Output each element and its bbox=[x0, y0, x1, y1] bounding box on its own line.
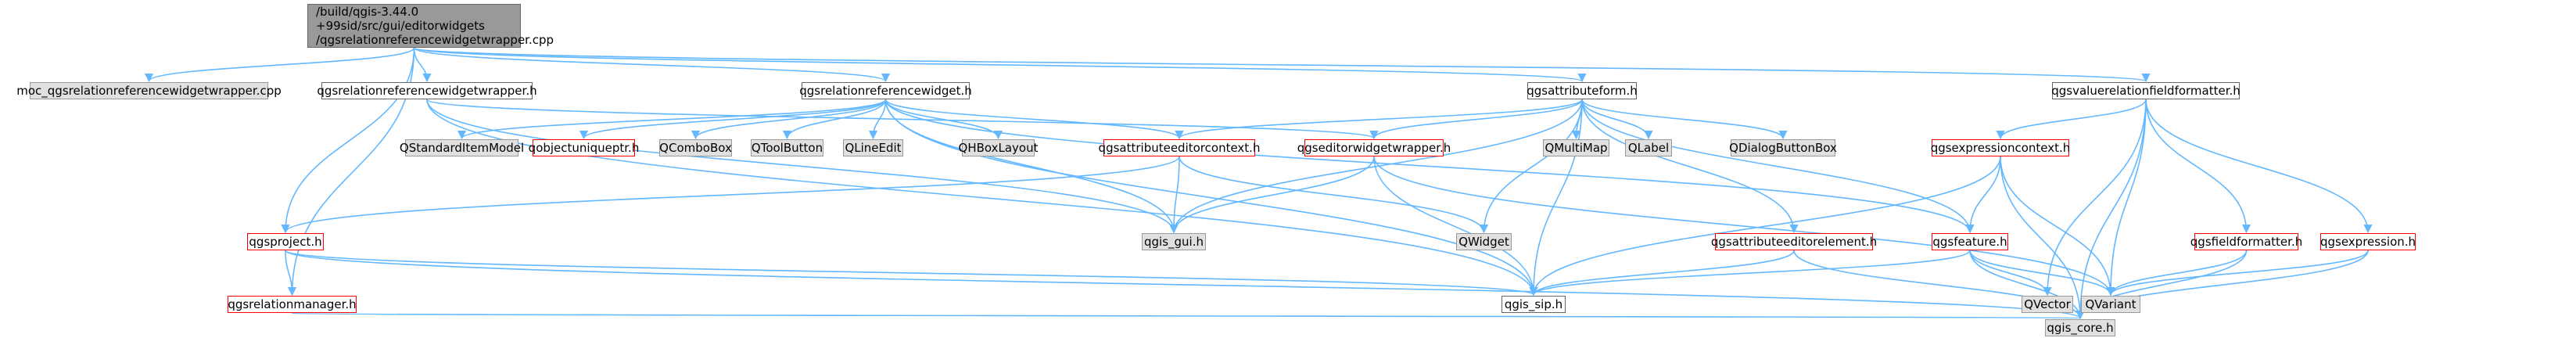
edge-root-to-moc bbox=[145, 47, 415, 83]
edge-root-to-rrw bbox=[413, 47, 890, 83]
edge-vrff-to-qvector bbox=[2043, 99, 2147, 297]
root-line-2: +99sid/src/gui/editorwidgets bbox=[316, 19, 485, 33]
node-relationreferencewidgetwrapper-h[interactable]: qgsrelationreferencewidgetwrapper.h bbox=[317, 82, 537, 99]
edge-rrw-to-qgissip bbox=[884, 99, 1538, 297]
edge-root-to-attrform bbox=[413, 47, 1586, 83]
node-qgsattributeform-h[interactable]: qgsattributeform.h bbox=[1527, 82, 1638, 99]
node-qhboxlayout[interactable]: QHBoxLayout bbox=[958, 139, 1039, 156]
edge-vrff-to-qvariant bbox=[2106, 99, 2147, 297]
node-qdialogbuttonbox[interactable]: QDialogButtonBox bbox=[1729, 139, 1837, 156]
edge-expr-to-qvariant bbox=[2106, 250, 2369, 297]
node-qobjectuniqueptr-h[interactable]: qobjectuniqueptr.h bbox=[528, 139, 640, 156]
edge-rrw-to-qcombo bbox=[691, 99, 887, 140]
edge-aectx-to-qwidget bbox=[1179, 156, 1489, 234]
node-valuerelationfieldformatter-h[interactable]: qgsvaluerelationfieldformatter.h bbox=[2051, 82, 2241, 99]
edge-rrw-to-qsim bbox=[457, 99, 887, 140]
edge-attrform-to-qgisgui bbox=[1169, 99, 1583, 234]
edge-ewrap-to-qvariant bbox=[1373, 156, 2115, 297]
edge-relmgr-to-qgiscore bbox=[291, 309, 2081, 319]
edge-project-to-qgissip bbox=[285, 250, 1538, 297]
edge-rrww-to-qgissip bbox=[426, 99, 1538, 297]
edge-vrff-to-fieldfmt bbox=[2145, 99, 2251, 234]
node-qvariant[interactable]: QVariant bbox=[2081, 296, 2140, 313]
node-attributeeditorelement-h[interactable]: qgsattributeeditorelement.h bbox=[1710, 233, 1878, 250]
edge-fieldfmt-to-qvariant bbox=[2106, 250, 2248, 297]
edge-aectx-to-qgisgui bbox=[1169, 156, 1180, 234]
edge-feature-to-qgissip bbox=[1529, 250, 1971, 297]
node-qtoolbutton[interactable]: QToolButton bbox=[751, 139, 823, 156]
edge-vrff-to-exprctx bbox=[1996, 99, 2147, 140]
edge-rrw-to-qtool bbox=[782, 99, 887, 140]
edge-feature-to-qvariant bbox=[1969, 250, 2115, 297]
edge-rrw-to-aectx bbox=[884, 99, 1184, 140]
edge-ewrap-to-qgissip bbox=[1373, 156, 1538, 297]
node-expressioncontext-h[interactable]: qgsexpressioncontext.h bbox=[1930, 139, 2071, 156]
edge-rrw-to-qobjptr bbox=[579, 99, 887, 140]
node-relationreferencewidget-h[interactable]: qgsrelationreferencewidget.h bbox=[799, 82, 972, 99]
edge-root-to-vrff bbox=[413, 47, 2150, 83]
edge-attrform-to-feature bbox=[1581, 99, 1975, 234]
edge-attrform-to-qgissip bbox=[1529, 99, 1583, 297]
edge-vrff-to-expr bbox=[2145, 99, 2373, 234]
edge-rrw-to-qline bbox=[868, 99, 887, 140]
node-attributeeditorcontext-h[interactable]: qgsattributeeditorcontext.h bbox=[1098, 139, 1261, 156]
root-line-3: /qgsrelationreferencewidgetwrapper.cpp bbox=[316, 33, 554, 47]
node-moc-cpp[interactable]: moc_qgsrelationreferencewidgetwrapper.cp… bbox=[16, 82, 282, 99]
edge-root-to-rrww bbox=[413, 47, 432, 83]
edge-attrform-to-qdbb bbox=[1581, 99, 1788, 140]
edge-rrww-to-qgisgui bbox=[426, 99, 1179, 234]
root-file-node[interactable]: /build/qgis-3.44.0 +99sid/src/gui/editor… bbox=[307, 4, 554, 48]
node-fieldformatter-h[interactable]: qgsfieldformatter.h bbox=[2190, 233, 2303, 250]
edge-exprctx-to-qvariant bbox=[2000, 156, 2115, 297]
edge-attrform-to-ewrap bbox=[1369, 99, 1583, 140]
edge-vrff-to-qgiscore bbox=[2076, 99, 2147, 320]
edge-feature-to-qvector bbox=[1969, 250, 2052, 297]
node-qlabel[interactable]: QLabel bbox=[1625, 139, 1672, 156]
node-qgsexpression-h[interactable]: qgsexpression.h bbox=[2319, 233, 2416, 250]
edge-root-to-project bbox=[281, 47, 415, 234]
node-qgis-gui-h[interactable]: qgis_gui.h bbox=[1142, 233, 1206, 250]
node-qmultimap[interactable]: QMultiMap bbox=[1543, 139, 1609, 156]
edge-feature-to-qgiscore bbox=[1969, 250, 2085, 320]
node-qwidget[interactable]: QWidget bbox=[1456, 233, 1512, 250]
edge-exprctx-to-qgiscore bbox=[2000, 156, 2085, 320]
node-qgis-core-h[interactable]: qgis_core.h bbox=[2045, 319, 2115, 336]
edge-exprctx-to-feature bbox=[1965, 156, 2001, 234]
node-qlineedit[interactable]: QLineEdit bbox=[843, 139, 903, 156]
node-qcombobox[interactable]: QComboBox bbox=[659, 139, 732, 156]
edge-attrform-to-qwidget bbox=[1479, 99, 1583, 234]
edge-project-to-qgiscore bbox=[285, 250, 2085, 320]
edge-project-to-relmgr bbox=[285, 250, 297, 297]
edge-rrww-to-ewrap bbox=[426, 99, 1379, 140]
edge-exprctx-to-qgissip bbox=[1529, 156, 2001, 297]
edge-attrform-to-aeelem bbox=[1581, 99, 1799, 234]
node-qgsfeature-h[interactable]: qgsfeature.h bbox=[1932, 233, 2008, 250]
edge-rrw-to-feature bbox=[884, 99, 1975, 234]
node-editorwidgetwrapper-h[interactable]: qgseditorwidgetwrapper.h bbox=[1297, 139, 1451, 156]
node-qgis-sip-h[interactable]: qgis_sip.h bbox=[1501, 296, 1566, 313]
node-qgsrelationmanager-h[interactable]: qgsrelationmanager.h bbox=[228, 296, 357, 313]
node-qstandarditemmodel[interactable]: QStandardItemModel bbox=[399, 139, 525, 156]
edge-attrform-to-qlabel bbox=[1581, 99, 1653, 140]
node-qvector[interactable]: QVector bbox=[2022, 296, 2073, 313]
edge-aeelem-to-qgissip bbox=[1529, 250, 1795, 297]
edge-ewrap-to-qgisgui bbox=[1169, 156, 1375, 234]
root-line-1: /build/qgis-3.44.0 bbox=[316, 5, 419, 19]
edge-aectx-to-project bbox=[281, 156, 1180, 234]
edge-attrform-to-aectx bbox=[1175, 99, 1583, 140]
node-qgsproject-h[interactable]: qgsproject.h bbox=[247, 233, 324, 250]
